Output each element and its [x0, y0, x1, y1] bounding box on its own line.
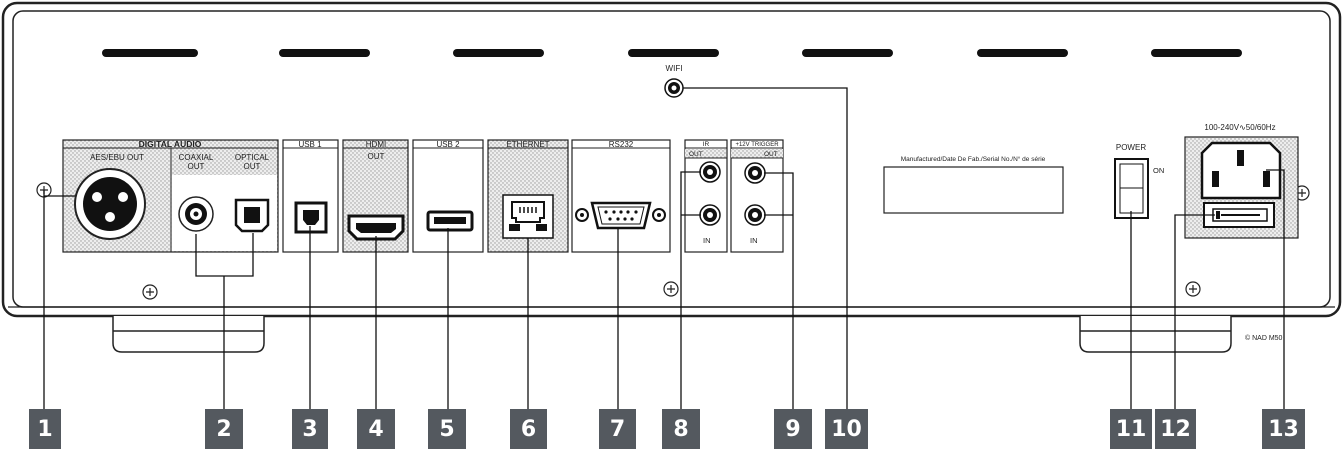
ethernet-label: ETHERNET	[506, 140, 549, 149]
hdmi-label: HDMI	[366, 140, 386, 149]
screw-icon	[1185, 281, 1201, 297]
callout-leader-lines	[43, 87, 1285, 409]
aes-ebu-label: AES/EBU OUT	[90, 153, 144, 162]
wifi-label: WIFI	[666, 64, 683, 73]
screw-icon	[663, 281, 679, 297]
ethernet-section: ETHERNET	[487, 139, 569, 253]
ir-in-jack-icon	[699, 204, 721, 226]
callout-8: 8	[662, 409, 700, 449]
callout-4: 4	[357, 409, 395, 449]
ir-in-label: IN	[703, 236, 711, 245]
ac-inlet-section: 100-240V∿50/60Hz	[1184, 123, 1299, 239]
wifi-antenna-jack-icon	[664, 78, 684, 98]
hdmi-out-label: OUT	[368, 152, 385, 161]
callout-3: 3	[292, 409, 328, 449]
callout-10: 10	[825, 409, 868, 449]
callout-1: 1	[29, 409, 61, 449]
on-label: ON	[1153, 166, 1164, 175]
ir-section: IR OUT IN	[684, 139, 728, 253]
callout-9: 9	[774, 409, 812, 449]
iec-power-inlet-icon	[1200, 141, 1282, 200]
coaxial-jack-icon	[178, 196, 214, 232]
ir-label: IR	[703, 141, 710, 148]
rs232-label: RS232	[609, 140, 634, 149]
optical-label: OPTICAL	[235, 153, 270, 162]
ir-out-jack-icon	[699, 161, 721, 183]
callout-12: 12	[1155, 409, 1196, 449]
usb-b-port-icon	[294, 201, 328, 234]
power-switch-icon	[1114, 158, 1149, 219]
power-label: POWER	[1116, 143, 1146, 152]
digital-audio-section: DIGITAL AUDIO AES/EBU OUT COAXIAL OUT OP…	[62, 139, 279, 253]
usb1-label: USB 1	[298, 140, 322, 149]
fuse-holder-icon	[1203, 202, 1275, 228]
callout-11: 11	[1110, 409, 1152, 449]
xlr-connector-icon	[74, 168, 146, 240]
feet	[112, 316, 1232, 353]
optical-port-icon	[234, 198, 270, 233]
trigger-in-label: IN	[750, 236, 758, 245]
coaxial-label: COAXIAL	[179, 153, 214, 162]
trigger-out-label: OUT	[764, 151, 778, 158]
trigger-label: +12V TRIGGER	[735, 142, 779, 148]
trigger-in-jack-icon	[744, 204, 766, 226]
voltage-label: 100-240V∿50/60Hz	[1204, 123, 1275, 132]
serial-plate: Manufactured/Date De Fab./Serial No./N° …	[883, 155, 1064, 214]
ethernet-port-icon	[502, 194, 554, 239]
manufactured-label: Manufactured/Date De Fab./Serial No./N° …	[901, 155, 1046, 163]
screw-icon	[142, 284, 158, 300]
rs232-port-icon	[575, 201, 666, 230]
optical-out-label: OUT	[244, 162, 261, 171]
usb-a-port-icon	[426, 210, 474, 232]
rs232-section: RS232	[571, 139, 671, 253]
callout-2: 2	[205, 409, 243, 449]
callout-13: 13	[1262, 409, 1305, 449]
coaxial-out-label: OUT	[188, 162, 205, 171]
hdmi-port-icon	[347, 214, 405, 241]
ir-out-label: OUT	[689, 151, 703, 158]
callout-7: 7	[599, 409, 636, 449]
hdmi-section: HDMI OUT	[342, 139, 409, 253]
copyright-label: © NAD M50	[1245, 334, 1283, 342]
trigger-out-jack-icon	[744, 162, 766, 184]
callout-6: 6	[510, 409, 547, 449]
callout-5: 5	[428, 409, 466, 449]
digital-audio-label: DIGITAL AUDIO	[139, 139, 202, 149]
wifi-section: WIFI	[664, 64, 684, 98]
trigger-section: +12V TRIGGER OUT IN	[730, 139, 784, 253]
usb2-label: USB 2	[436, 140, 460, 149]
